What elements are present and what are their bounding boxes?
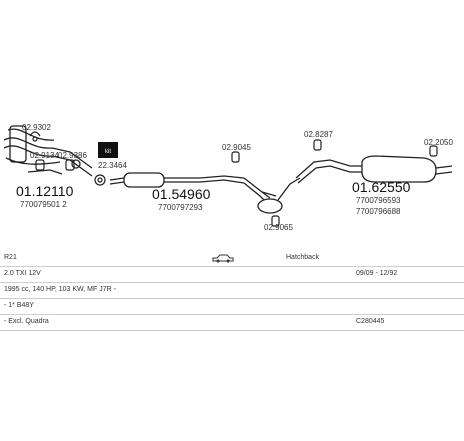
catalog-code-cell: C280445	[356, 318, 385, 325]
rear-silencer-drawing	[295, 155, 453, 184]
oem-label-rear-silencer-b: 7700796688	[356, 207, 401, 216]
table-row: - 1* B48Y	[0, 298, 464, 315]
part-label-bracket-c: 02.9386	[58, 151, 87, 160]
mid-section-drawing	[109, 172, 301, 214]
table-row: 1995 cc, 140 HP, 103 KW, MF J7R -	[0, 282, 464, 299]
part-label-hanger-mid: 02.9045	[222, 143, 251, 152]
engine-cell: 2.0 TXI 12V	[4, 270, 41, 277]
bracket-c-drawing	[65, 159, 75, 171]
oem-label-front-pipe: 770079501 2	[20, 200, 67, 209]
clamp-drawing	[94, 174, 106, 186]
note-cell: - Excl. Quadra	[4, 318, 49, 325]
note-cell: - 1* B48Y	[4, 302, 34, 309]
model-cell: R21	[4, 254, 17, 261]
spec-cell: 1995 cc, 140 HP, 103 KW, MF J7R -	[4, 286, 116, 293]
part-label-rear-silencer: 01.62550	[352, 179, 411, 195]
years-cell: 09/09 - 12/92	[356, 270, 398, 277]
part-label-hanger-rear-b: 02.2050	[424, 138, 453, 147]
svg-text:kit: kit	[105, 149, 111, 155]
hanger-mid-drawing	[231, 151, 240, 163]
hatchback-car-icon	[212, 254, 234, 263]
bracket-b-drawing	[35, 159, 45, 171]
table-row: - Excl. Quadra C280445	[0, 314, 464, 331]
kit-box-icon: kit	[98, 142, 118, 158]
front-pipe-drawing	[3, 125, 93, 177]
hanger-rear-a-drawing	[313, 139, 322, 151]
exhaust-system-diagram: kit 02.9302 02.9134 02.9386 22.3464 01.1…	[3, 123, 453, 232]
part-label-bracket-b: 02.9134	[30, 151, 59, 160]
oem-label-rear-silencer-a: 7700796593	[356, 196, 401, 205]
part-label-front-pipe: 01.12110	[16, 183, 74, 199]
body-type-cell: Hatchback	[286, 254, 320, 261]
table-row: 2.0 TXI 12V 09/09 - 12/92	[0, 266, 464, 283]
part-label-clamp-kit: 22.3464	[98, 161, 127, 170]
part-label-mid-section: 01.54960	[152, 186, 211, 202]
part-label-hanger-mid-low: 02.9065	[264, 223, 293, 232]
part-label-bracket-a: 02.9302	[22, 123, 51, 132]
hanger-rear-b-drawing	[429, 145, 438, 157]
hanger-mid-low-drawing	[271, 215, 280, 227]
part-label-hanger-rear-a: 02.8287	[304, 130, 333, 139]
table-row: R21 Hatchback	[0, 250, 464, 267]
oem-label-mid-section: 7700797293	[158, 203, 203, 212]
bracket-a-drawing	[29, 131, 41, 142]
